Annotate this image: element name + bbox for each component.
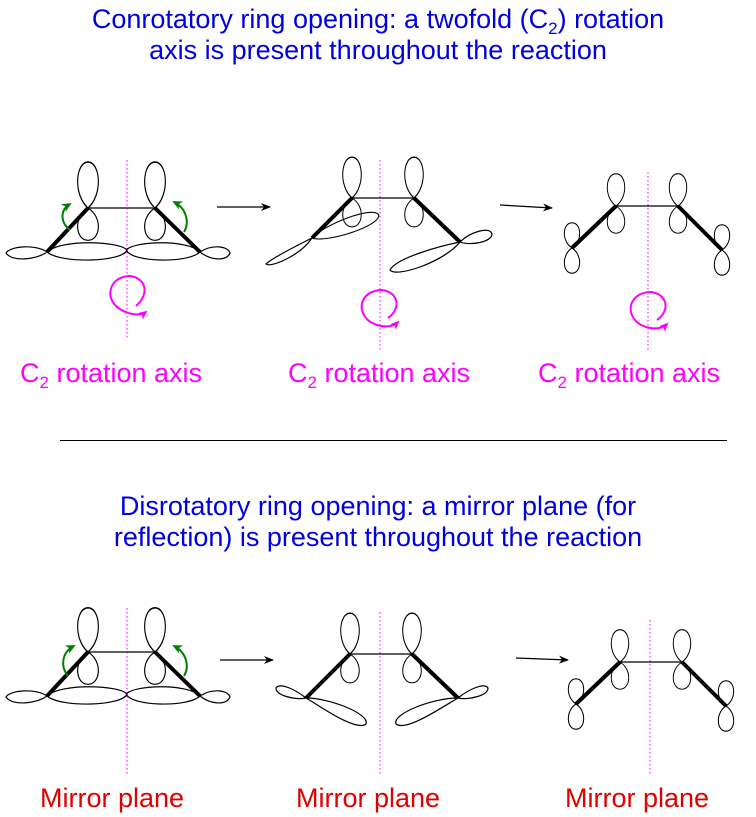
disrotatory-title-line2: reflection) is present throughout the re… bbox=[113, 522, 643, 552]
c2-axis-label-1: C2 rotation axis bbox=[20, 358, 203, 392]
reaction-arrow-4 bbox=[515, 655, 569, 664]
disrotation-arrow-right-icon bbox=[172, 645, 188, 677]
disrotatory-product bbox=[567, 620, 735, 775]
conrotatory-product bbox=[563, 172, 731, 352]
c2-axis-label-3: C2 rotation axis bbox=[538, 358, 721, 392]
conrotatory-title: Conrotatory ring opening: a twofold (C2)… bbox=[0, 4, 756, 66]
c2-rotation-icon-2 bbox=[360, 288, 400, 330]
c2-rotation-icon-3 bbox=[629, 290, 669, 332]
disrotatory-intermediate bbox=[275, 612, 489, 775]
mirror-plane-label-1: Mirror plane bbox=[40, 783, 185, 813]
disrotation-arrow-left-icon bbox=[62, 645, 76, 677]
rotation-arrow-left-icon bbox=[60, 202, 72, 231]
c2-rotation-icon-1 bbox=[109, 274, 148, 320]
conrotatory-reactant bbox=[5, 160, 231, 340]
disrotatory-title-line1: Disrotatory ring opening: a mirror plane… bbox=[119, 491, 637, 521]
reaction-arrow-2 bbox=[499, 203, 553, 212]
conrotatory-intermediate bbox=[265, 156, 493, 352]
c2-axis-label-2: C2 rotation axis bbox=[288, 358, 471, 392]
conrotatory-title-line1: Conrotatory ring opening: a twofold (C2)… bbox=[91, 4, 665, 38]
rotation-arrow-right-icon bbox=[172, 201, 188, 233]
mirror-plane-label-2: Mirror plane bbox=[296, 783, 441, 813]
conrotatory-title-line2: axis is present throughout the reaction bbox=[149, 35, 607, 65]
mirror-plane-label-3: Mirror plane bbox=[565, 783, 710, 813]
disrotatory-title: Disrotatory ring opening: a mirror plane… bbox=[0, 491, 756, 553]
disrotatory-reactant bbox=[5, 607, 231, 775]
section-divider bbox=[60, 440, 727, 441]
